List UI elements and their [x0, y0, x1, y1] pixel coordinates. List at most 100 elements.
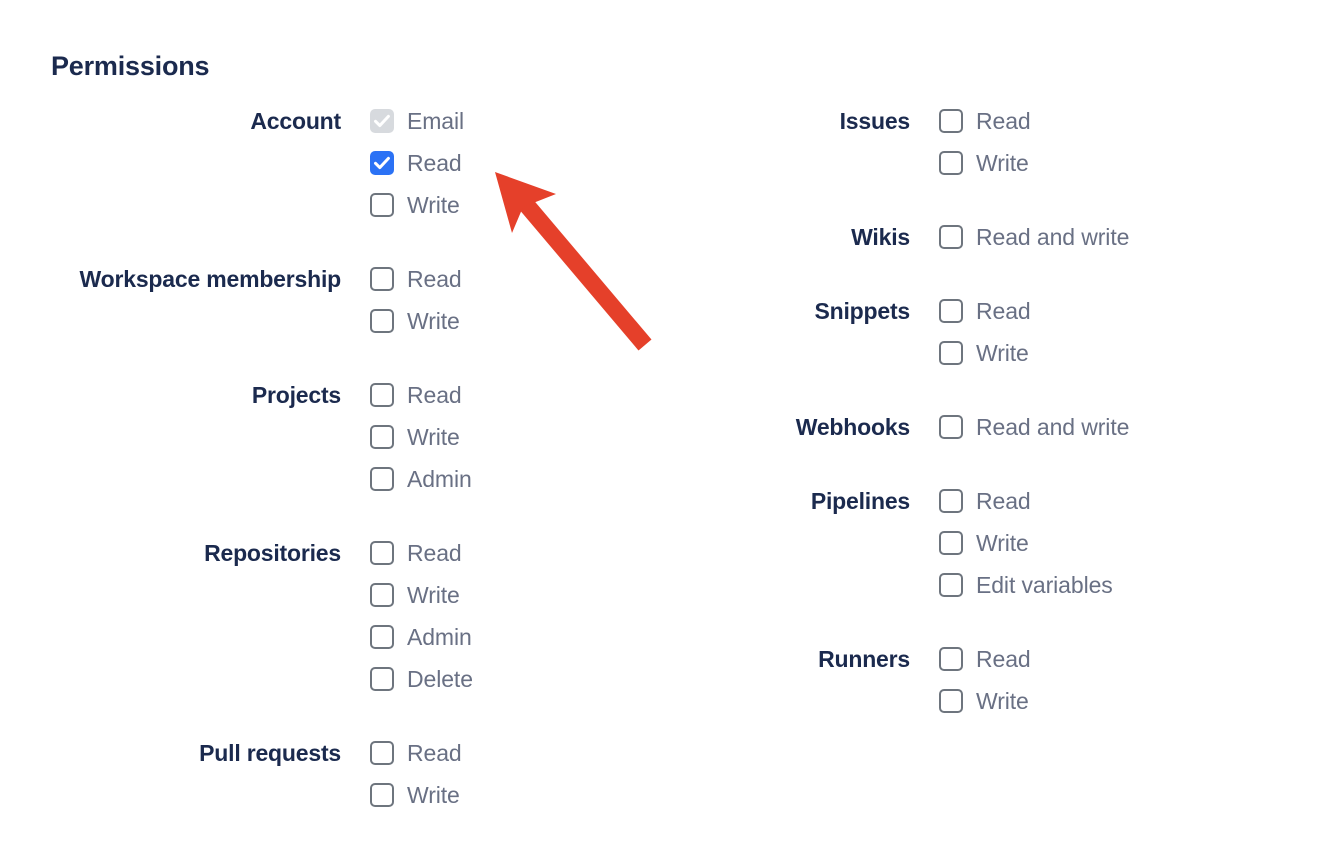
permission-option-row[interactable]: Write: [370, 300, 660, 342]
checkbox-read-and-write[interactable]: [939, 225, 963, 249]
permission-option-label: Read: [407, 266, 462, 292]
page-title: Permissions: [51, 51, 210, 81]
permission-option-row[interactable]: Admin: [370, 616, 660, 658]
checkbox-write[interactable]: [370, 783, 394, 807]
checkbox-read[interactable]: [939, 647, 963, 671]
checkbox-read-and-write[interactable]: [939, 415, 963, 439]
checkbox-admin[interactable]: [370, 625, 394, 649]
permission-option-label: Write: [976, 150, 1029, 176]
permission-option-label: Read: [976, 298, 1031, 324]
checkbox-write[interactable]: [939, 531, 963, 555]
permission-group-label: Workspace membership: [79, 266, 342, 292]
permission-group-label: Projects: [251, 382, 341, 408]
permission-option-row[interactable]: Read: [370, 142, 660, 184]
permission-option-row[interactable]: Write: [939, 332, 1260, 374]
permission-option-label: Write: [407, 192, 460, 218]
permission-group-label: Issues: [839, 108, 911, 134]
permission-option-label: Write: [976, 688, 1029, 714]
permission-option-label: Edit variables: [976, 572, 1113, 598]
checkbox-write[interactable]: [939, 689, 963, 713]
permission-option-row[interactable]: Admin: [370, 458, 660, 500]
permission-group-label: Runners: [818, 646, 910, 672]
permission-option-row[interactable]: Read: [370, 732, 660, 774]
permission-option-row[interactable]: Delete: [370, 658, 660, 700]
permission-option-label: Admin: [407, 466, 472, 492]
permission-group-label: Pipelines: [810, 488, 910, 514]
permission-option-row[interactable]: Write: [370, 774, 660, 816]
permission-option-row[interactable]: Write: [370, 184, 660, 226]
checkbox-read[interactable]: [370, 151, 394, 175]
checkbox-read[interactable]: [939, 299, 963, 323]
permission-option-list: Read and write: [910, 406, 1260, 448]
permission-option-list: Read and write: [910, 216, 1260, 258]
checkbox-read[interactable]: [370, 741, 394, 765]
checkbox-write[interactable]: [370, 425, 394, 449]
permission-option-row[interactable]: Read: [370, 258, 660, 300]
permission-option-row[interactable]: Read and write: [939, 216, 1260, 258]
permission-option-label: Write: [407, 782, 460, 808]
permission-option-label: Email: [407, 108, 465, 134]
permission-option-row[interactable]: Read: [370, 374, 660, 416]
checkbox-read[interactable]: [939, 109, 963, 133]
checkbox-write[interactable]: [939, 151, 963, 175]
permission-option-label: Read: [976, 488, 1031, 514]
permission-option-row[interactable]: Write: [939, 142, 1260, 184]
permission-group-label: Snippets: [814, 298, 910, 324]
checkbox-write[interactable]: [370, 309, 394, 333]
permission-group: Wikis Read and write: [600, 216, 1260, 258]
permission-option-row[interactable]: Read: [939, 638, 1260, 680]
permission-option-label: Write: [976, 340, 1029, 366]
permission-option-row[interactable]: Write: [939, 680, 1260, 722]
permission-option-label: Read and write: [976, 414, 1130, 440]
checkbox-read[interactable]: [939, 489, 963, 513]
checkbox-write[interactable]: [939, 341, 963, 365]
permission-option-label: Read: [407, 382, 462, 408]
permission-option-label: Write: [976, 530, 1029, 556]
permission-option-row[interactable]: Write: [939, 522, 1260, 564]
checkbox-edit-variables[interactable]: [939, 573, 963, 597]
permission-group-label: Repositories: [204, 540, 341, 566]
checkmark-icon: [370, 109, 394, 133]
permission-option-row[interactable]: Edit variables: [939, 564, 1260, 606]
permission-option-label: Read: [976, 646, 1031, 672]
permission-option-row[interactable]: Read: [370, 532, 660, 574]
checkbox-read[interactable]: [370, 541, 394, 565]
permission-option-row[interactable]: Email: [370, 100, 660, 142]
permission-option-row[interactable]: Read: [939, 290, 1260, 332]
permission-option-label: Read and write: [976, 224, 1130, 250]
checkbox-delete[interactable]: [370, 667, 394, 691]
permission-option-row[interactable]: Write: [370, 416, 660, 458]
permission-option-row[interactable]: Read: [939, 100, 1260, 142]
permission-option-label: Write: [407, 308, 460, 334]
checkbox-admin[interactable]: [370, 467, 394, 491]
permission-group-label: Account: [250, 108, 341, 134]
permission-option-row[interactable]: Write: [370, 574, 660, 616]
permission-option-label: Read: [407, 740, 462, 766]
checkbox-read[interactable]: [370, 267, 394, 291]
permission-group-label: Pull requests: [199, 740, 341, 766]
permission-group-label: Wikis: [851, 224, 910, 250]
permission-option-row[interactable]: Read: [939, 480, 1260, 522]
permission-option-label: Read: [976, 108, 1031, 134]
checkbox-write[interactable]: [370, 583, 394, 607]
checkbox-read[interactable]: [370, 383, 394, 407]
permission-option-row[interactable]: Read and write: [939, 406, 1260, 448]
checkmark-icon: [370, 151, 394, 175]
checkbox-write[interactable]: [370, 193, 394, 217]
permission-option-label: Read: [407, 540, 462, 566]
